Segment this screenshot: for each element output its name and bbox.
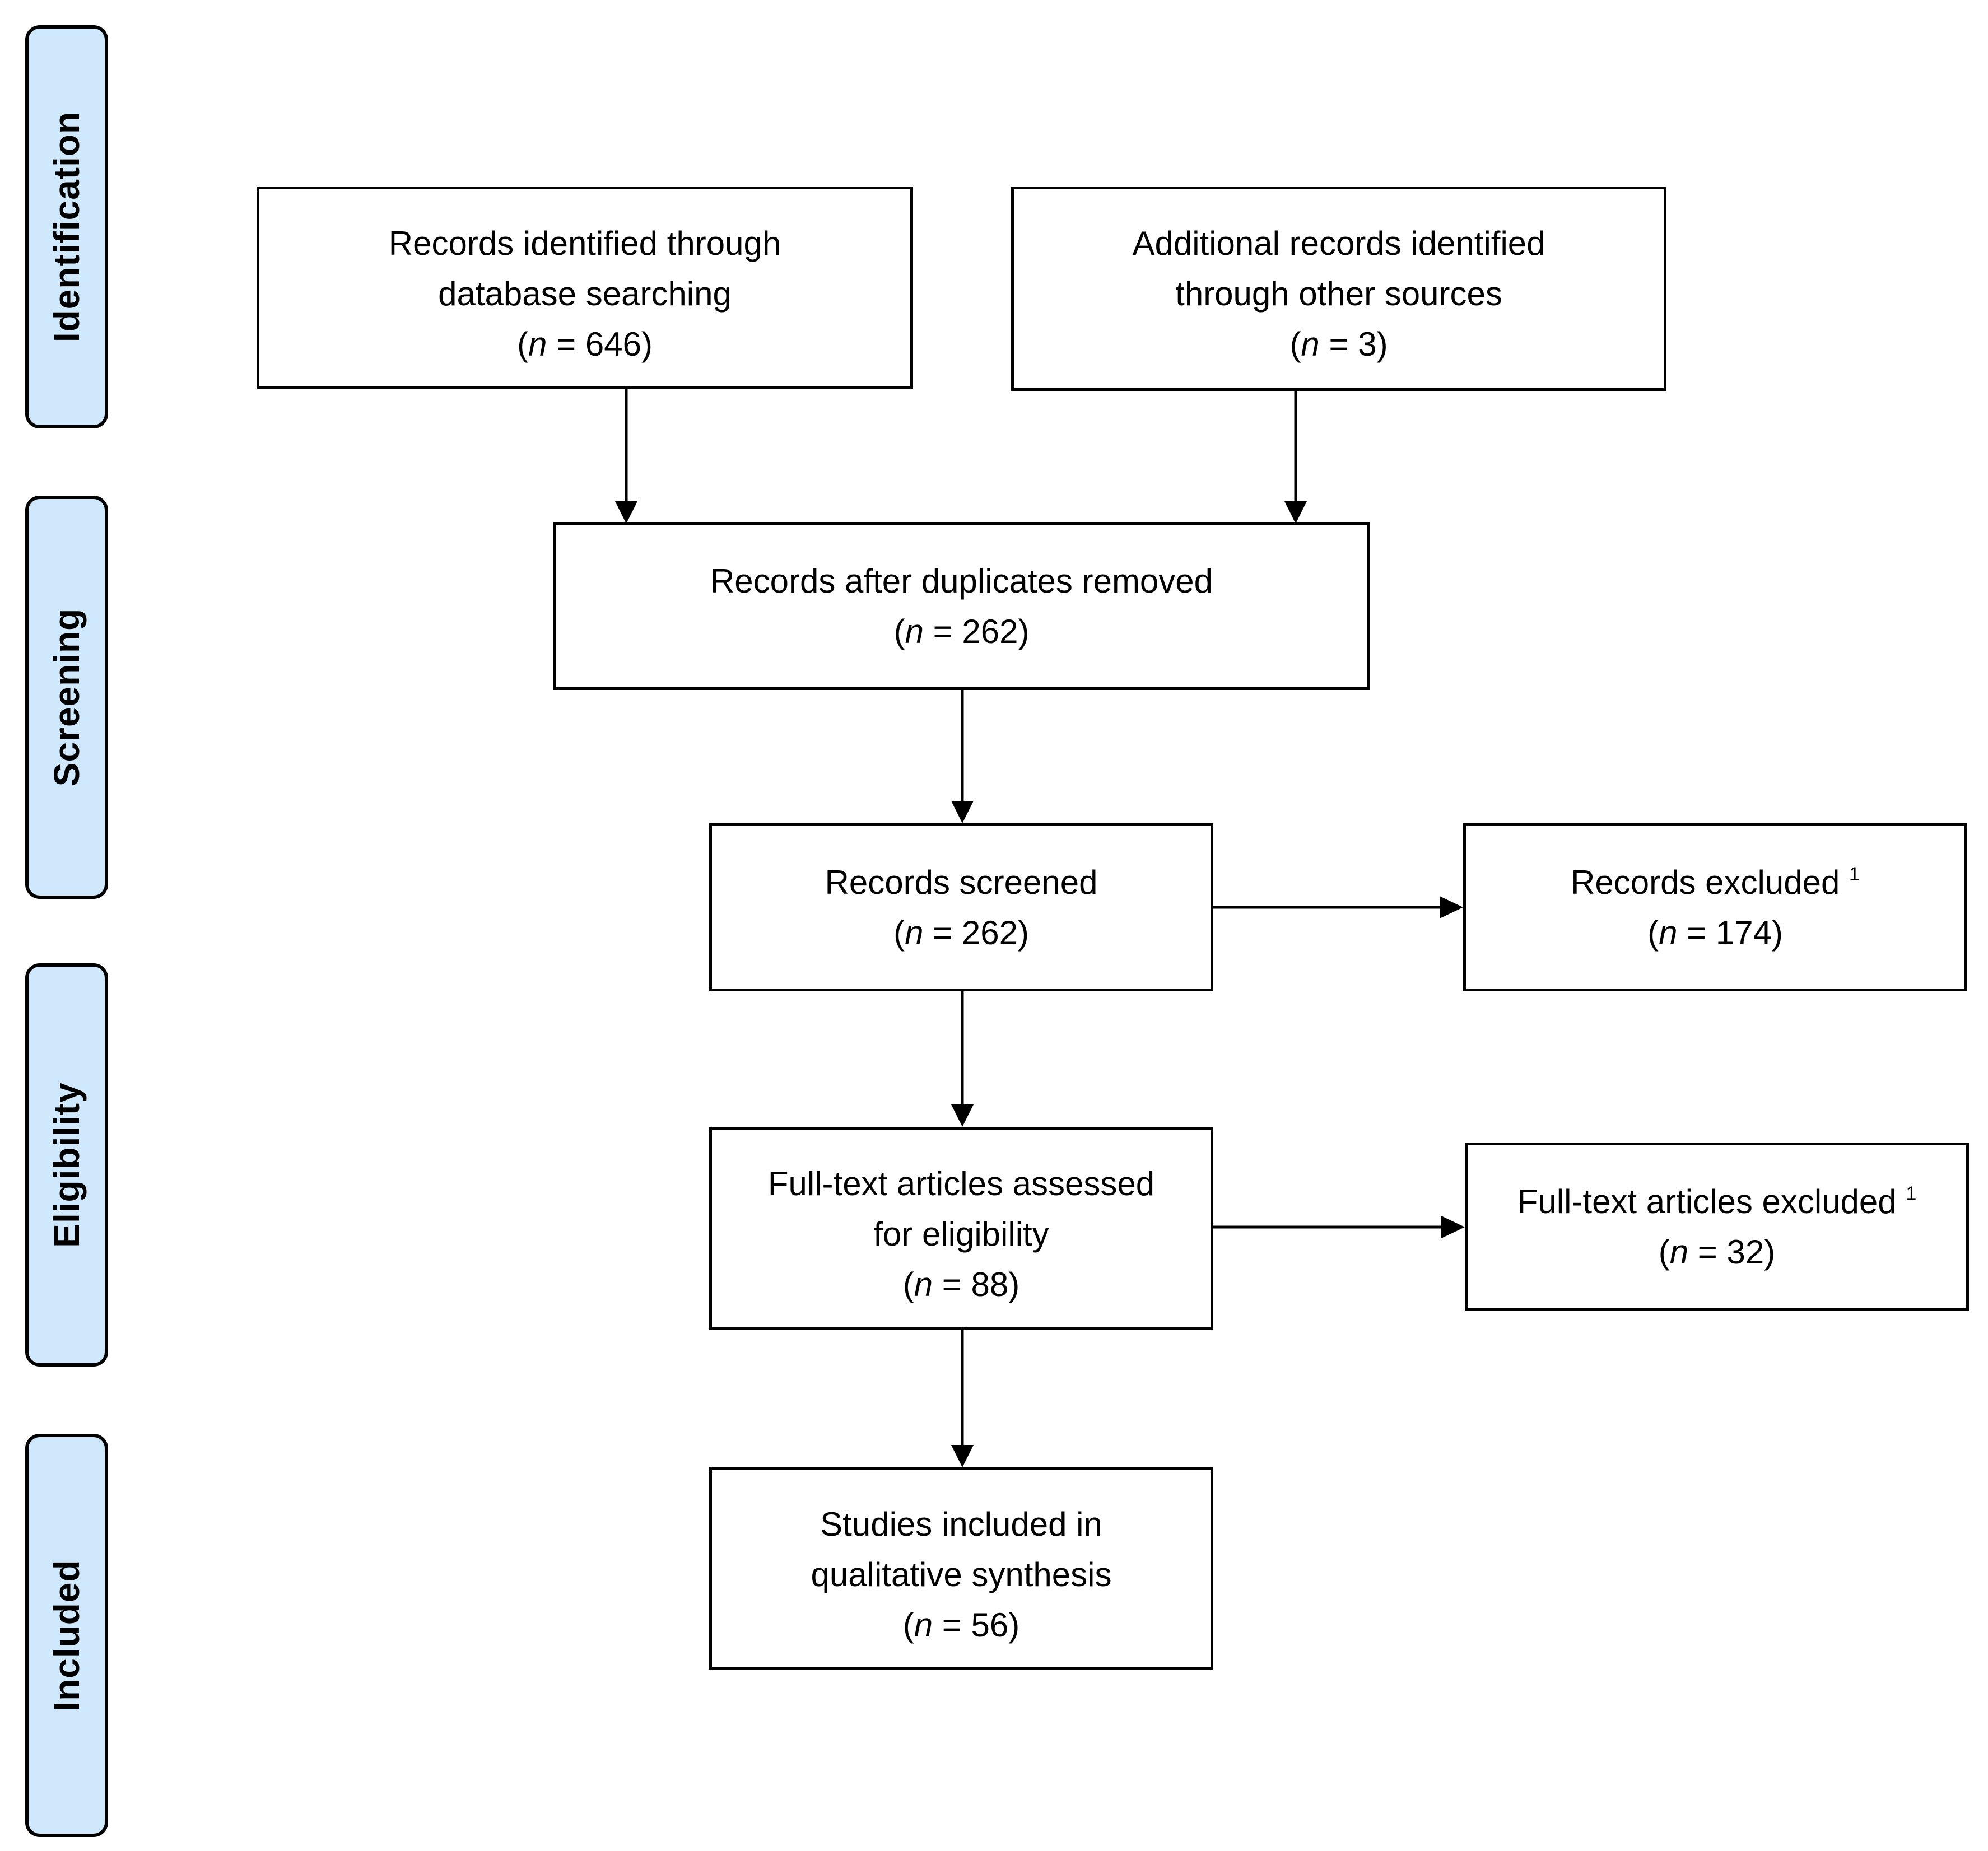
arrowhead-records-excluded — [1440, 896, 1463, 918]
box-database-records: Records identified through database sear… — [257, 187, 913, 389]
box-excluded-count: (n = 174) — [1647, 914, 1783, 952]
box-included-count: (n = 56) — [902, 1606, 1020, 1644]
box-other-count: (n = 3) — [1289, 325, 1388, 363]
box-fulltext-line-1: Full-text articles assessed — [767, 1165, 1155, 1202]
phase-screening: Screening — [25, 496, 108, 899]
arrowhead-fulltext-excluded — [1441, 1216, 1465, 1238]
box-fulltext-excluded: Full-text articles excluded 1 (n = 32) — [1465, 1143, 1969, 1311]
box-duplicates-count: (n = 262) — [893, 613, 1030, 650]
box-studies-included: Studies included in qualitative synthesi… — [709, 1467, 1213, 1670]
box-database-count: (n = 646) — [517, 325, 653, 363]
box-fulltext-count: (n = 88) — [902, 1266, 1020, 1303]
arrowhead-fulltext — [951, 1104, 974, 1127]
box-records-excluded: Records excluded 1 (n = 174) — [1463, 823, 1967, 991]
box-other-line-1: Additional records identified — [1132, 225, 1545, 262]
arrowhead-included — [951, 1445, 974, 1467]
arrowhead-database — [615, 501, 637, 524]
footnote-marker: 1 — [1906, 1183, 1917, 1204]
box-records-screened: Records screened (n = 262) — [709, 823, 1213, 991]
box-included-line-1: Studies included in — [820, 1505, 1102, 1543]
box-database-line-2: database searching — [438, 275, 732, 313]
box-screened-count: (n = 262) — [893, 914, 1029, 952]
box-fulltext-assessed: Full-text articles assessed for eligibil… — [709, 1127, 1213, 1330]
box-fulltext-excluded-count: (n = 32) — [1658, 1233, 1776, 1271]
box-included-line-2: qualitative synthesis — [811, 1556, 1112, 1593]
footnote-marker: 1 — [1849, 864, 1860, 885]
box-duplicates-line-1: Records after duplicates removed — [710, 562, 1213, 600]
box-excluded-line-1: Records excluded 1 — [1571, 864, 1860, 901]
phase-included: Included — [25, 1434, 108, 1837]
box-screened-line-1: Records screened — [825, 864, 1098, 901]
box-fulltext-line-2: for eligibility — [873, 1215, 1049, 1253]
phase-identification: Identification — [25, 25, 108, 428]
box-other-line-2: through other sources — [1175, 275, 1502, 313]
box-after-duplicates: Records after duplicates removed (n = 26… — [553, 522, 1370, 690]
box-other-sources: Additional records identified through ot… — [1011, 187, 1666, 391]
arrowhead-screened — [951, 801, 974, 823]
phase-eligibility: Eligibility — [25, 963, 108, 1367]
arrowhead-other — [1284, 501, 1307, 524]
box-fulltext-excluded-line-1: Full-text articles excluded 1 — [1517, 1183, 1917, 1220]
box-database-line-1: Records identified through — [388, 225, 781, 262]
